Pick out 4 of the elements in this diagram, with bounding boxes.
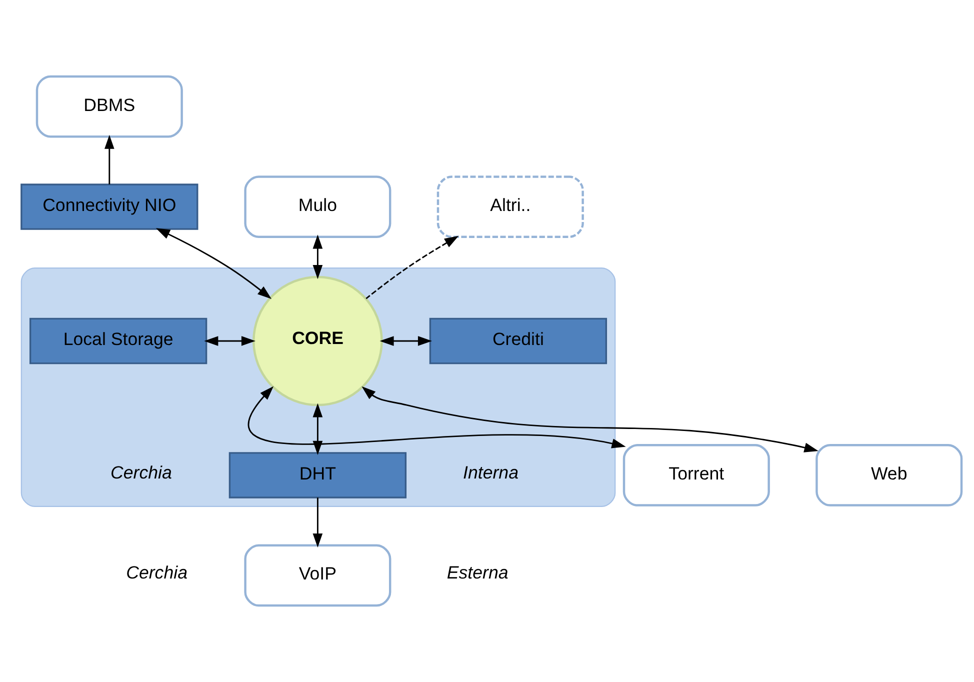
label: Cerchia — [110, 462, 172, 482]
label: Cerchia — [126, 562, 188, 583]
label: Interna — [463, 462, 519, 482]
label: Esterna — [446, 562, 508, 583]
